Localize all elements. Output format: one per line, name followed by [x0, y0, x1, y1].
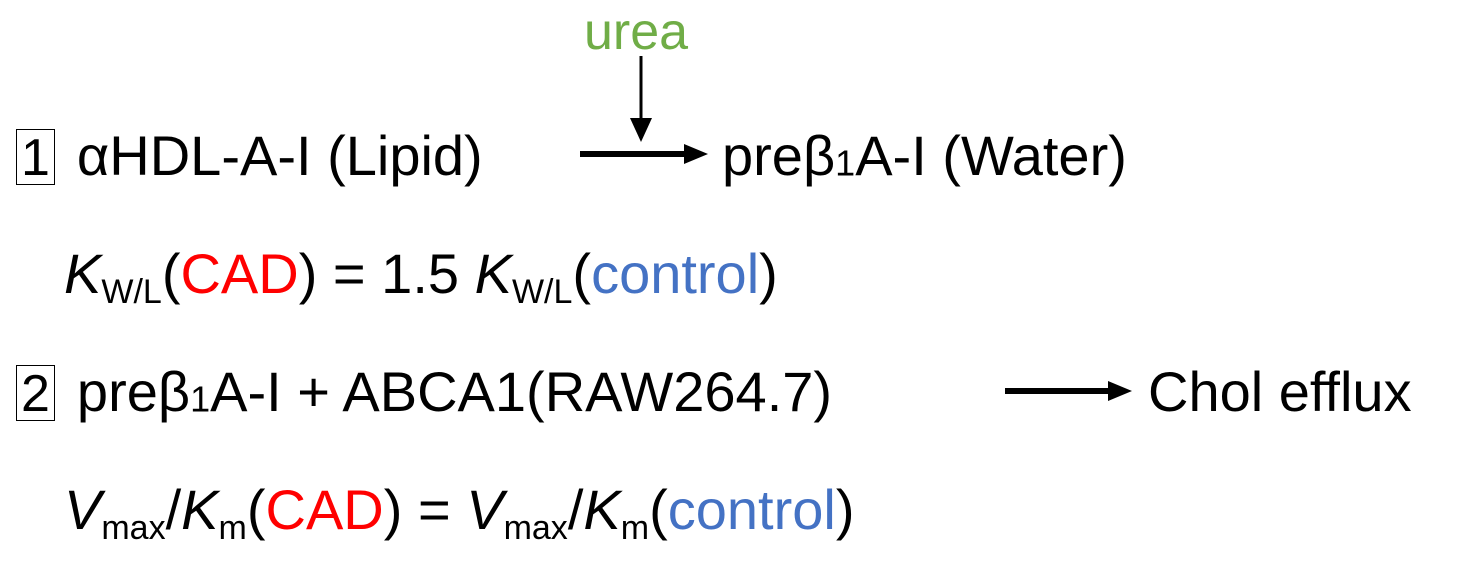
eq2-open-paren2: ( [649, 478, 668, 541]
eq1-close-paren2: ) [759, 242, 778, 305]
eq2-close-paren: ) [383, 478, 403, 541]
eq2-v-symbol: V [64, 478, 102, 541]
eq1-open-paren: ( [161, 242, 181, 305]
eq2-k-symbol2: K [583, 478, 621, 541]
reaction2-number-box: 2 [16, 365, 55, 421]
reaction1-product: preβ1A-I (Water) [722, 128, 1127, 184]
reaction2-arrow-head [1108, 381, 1132, 401]
urea-label: urea [584, 3, 689, 61]
reaction1-product-sub: 1 [835, 142, 856, 184]
equation2-line: Vmax/Km(CAD) = Vmax/Km(control) [64, 482, 854, 545]
eq2-v-sub2: max [503, 508, 568, 547]
eq2-k-sub2: m [620, 508, 650, 547]
eq1-k-symbol: K [64, 242, 102, 305]
eq2-cad-label: CAD [265, 478, 384, 541]
reaction1-product-suffix: A-I (Water) [855, 124, 1127, 187]
eq1-equals-coef: = 1.5 [317, 242, 475, 305]
eq2-slash: / [165, 478, 182, 541]
eq2-close-paren2: ) [835, 478, 855, 541]
eq1-k-symbol2: K [474, 242, 512, 305]
reaction2-reactant-prefix: preβ [76, 360, 191, 423]
eq1-open-paren2: ( [572, 242, 592, 305]
eq2-open-paren: ( [246, 478, 266, 541]
eq2-k-sub: m [218, 508, 247, 547]
eq1-control-label: control [591, 242, 760, 305]
reaction1-number-box: 1 [16, 129, 55, 185]
urea-arrow-head [630, 118, 652, 142]
eq2-equals: = [402, 478, 467, 541]
eq1-k-sub2: W/L [511, 272, 573, 311]
eq2-v-symbol2: V [466, 478, 504, 541]
reaction1-arrow-head [684, 144, 708, 164]
eq1-cad-label: CAD [180, 242, 299, 305]
reaction1-reactant: αHDL-A-I (Lipid) [76, 124, 483, 187]
equation1-line: KW/L(CAD) = 1.5 KW/L(control) [64, 246, 778, 309]
eq1-close-paren: ) [298, 242, 318, 305]
eq2-k-symbol: K [181, 478, 219, 541]
eq2-v-sub: max [101, 508, 166, 547]
reaction2-reactant-suffix: A-I + ABCA1(RAW264.7) [210, 360, 833, 423]
reaction2-reactant-sub: 1 [190, 378, 211, 420]
eq2-slash2: / [567, 478, 584, 541]
eq1-k-sub: W/L [101, 272, 162, 311]
eq2-control-label: control [667, 478, 836, 541]
reaction2-product: Chol efflux [1148, 360, 1412, 423]
reaction1-product-prefix: preβ [722, 124, 836, 187]
